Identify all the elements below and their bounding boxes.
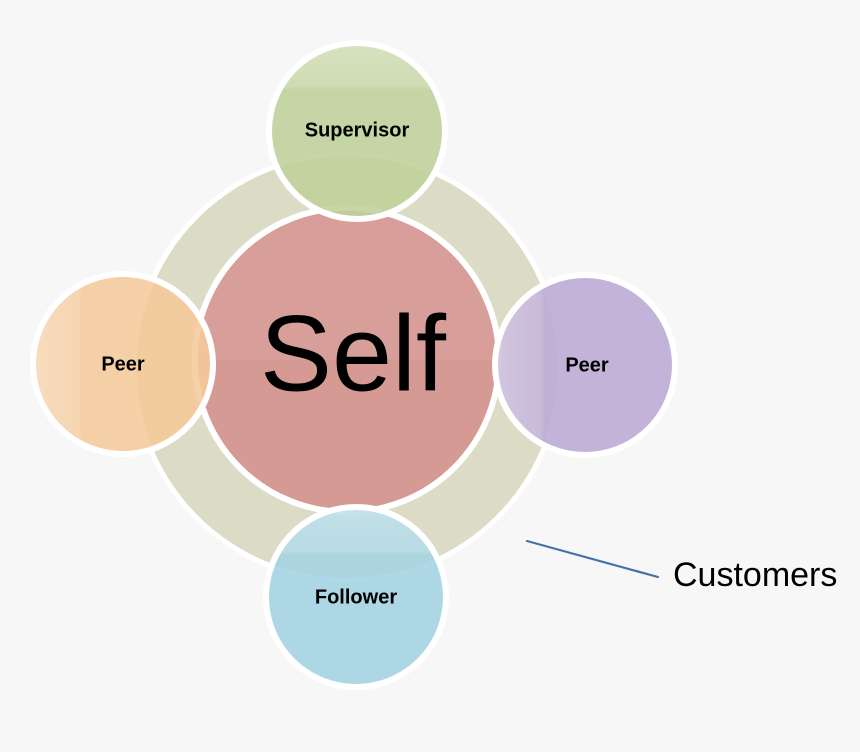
circle-peer-left[interactable]: Peer [30, 271, 216, 457]
circle-peer-right[interactable]: Peer [492, 272, 678, 458]
follower-label: Follower [315, 586, 397, 608]
peer-left-label: Peer [101, 353, 145, 375]
peer-right-label: Peer [565, 354, 609, 376]
customers-callout[interactable]: Customers [525, 539, 837, 594]
circle-follower[interactable]: Follower [263, 504, 449, 690]
customers-callout-line [525, 539, 660, 579]
self-label: Self [260, 293, 447, 414]
customers-callout-label: Customers [673, 556, 837, 594]
circle-supervisor[interactable]: Supervisor [266, 40, 448, 222]
supervisor-label: Supervisor [305, 119, 410, 141]
